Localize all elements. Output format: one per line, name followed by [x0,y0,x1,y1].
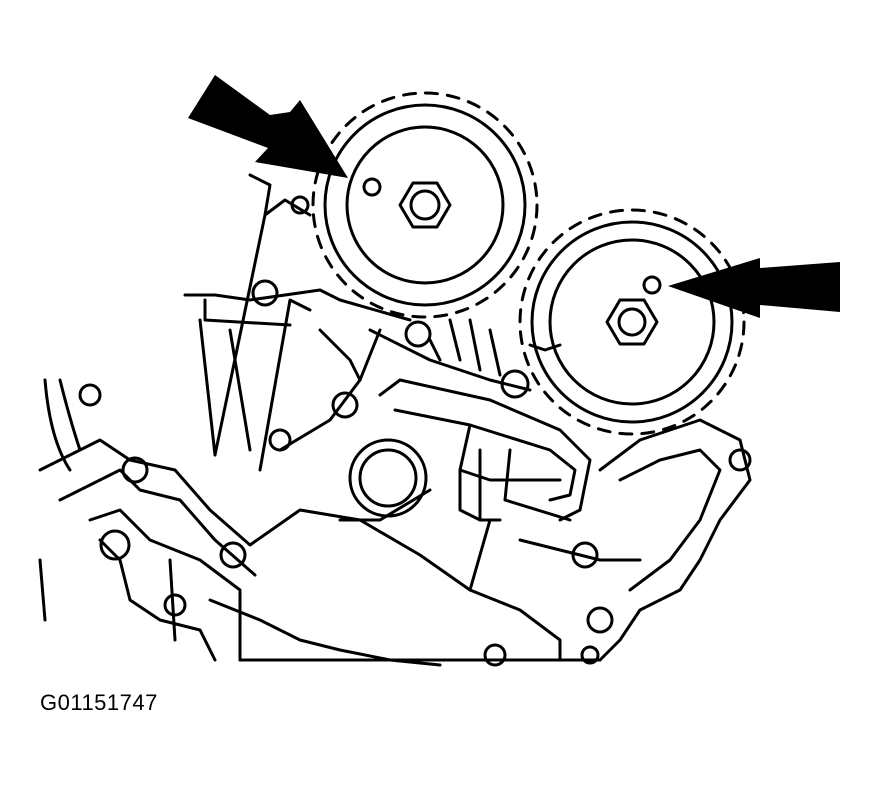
right-arrow-icon [668,258,840,318]
left-arrow-icon [188,75,348,178]
right-camshaft-sprocket [518,208,746,436]
left-timing-mark-icon [362,177,382,197]
engine-casing [38,173,752,667]
left-sprocket-nut-icon [398,181,452,229]
arrows [188,75,840,318]
bolt-holes [78,195,752,667]
right-timing-mark-icon [642,275,662,295]
left-camshaft-sprocket [311,91,539,319]
figure-id-label: G01151747 [40,690,158,715]
right-sprocket-nut-icon [605,298,659,346]
